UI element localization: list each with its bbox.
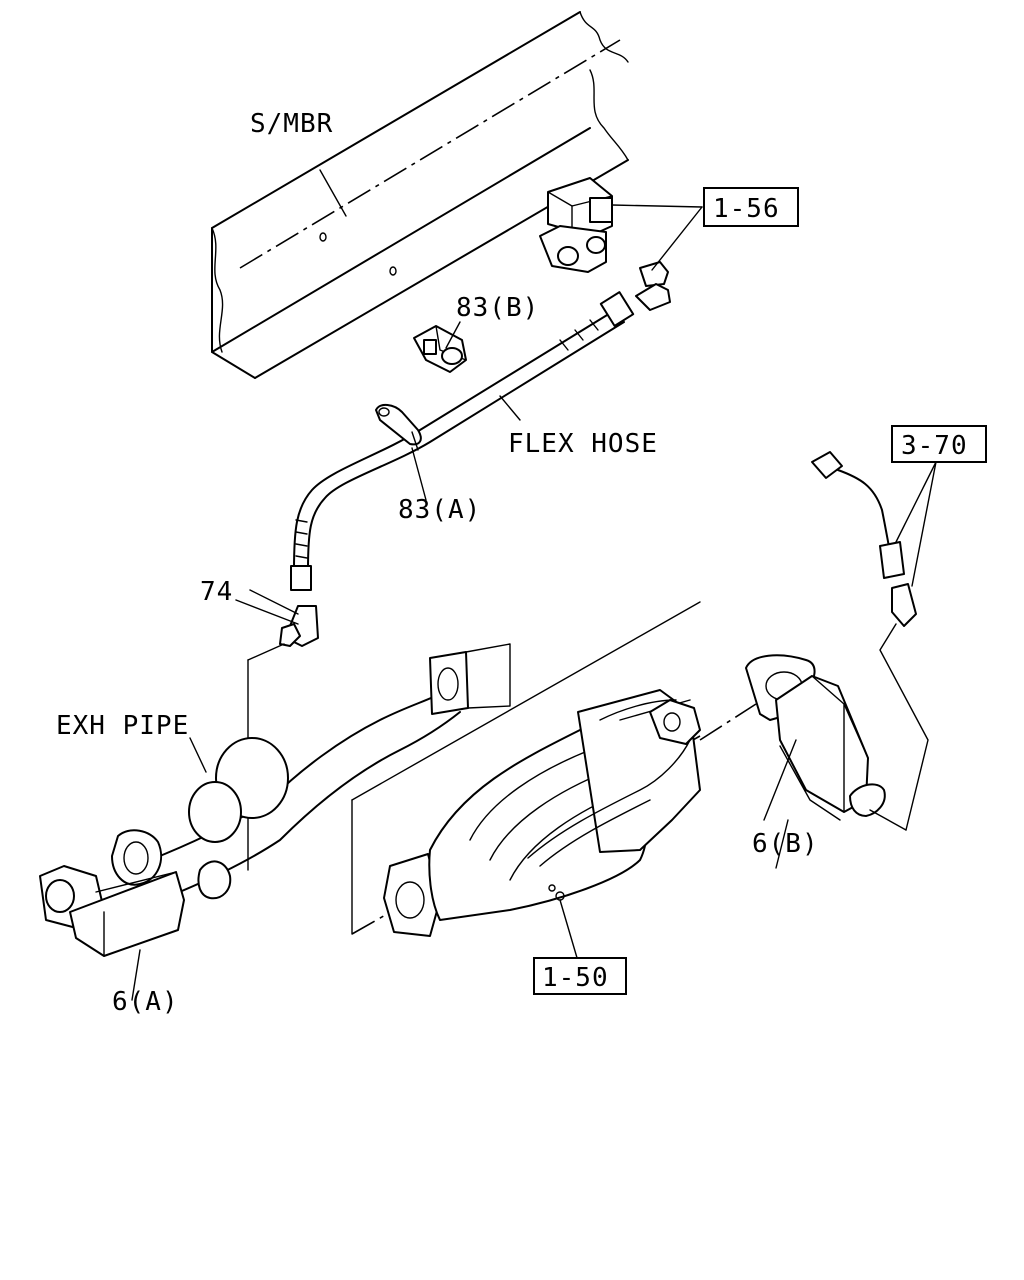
exhaust-pipe: [111, 643, 511, 901]
ref-box-1-56[interactable]: 1-56: [703, 187, 799, 227]
dpf-converter: [351, 601, 701, 969]
ref-box-3-70[interactable]: 3-70: [891, 425, 987, 463]
clamp-83b: [413, 321, 467, 373]
label-part-74: 74: [200, 577, 233, 607]
fitting-74: [235, 599, 319, 871]
ref-box-1-50[interactable]: 1-50: [533, 957, 627, 995]
flex-hose: [290, 291, 635, 591]
clamp-83a: [375, 404, 427, 501]
label-part-6a: 6(A): [112, 987, 179, 1017]
label-part-6b: 6(B): [752, 829, 819, 859]
label-part-83b: 83(B): [456, 293, 539, 323]
label-exh-pipe: EXH PIPE: [56, 711, 189, 741]
ref-3-70-text: 3-70: [901, 431, 968, 461]
bracket-6b: [699, 654, 886, 869]
label-s-mbr: S/MBR: [250, 109, 333, 139]
ref-1-56-text: 1-56: [713, 194, 780, 224]
leader-lines: [189, 395, 521, 773]
pressure-sensor-assembly: [539, 177, 703, 311]
label-flex-hose: FLEX HOSE: [508, 429, 658, 459]
ref-1-50-text: 1-50: [542, 963, 609, 993]
temperature-sensors: [811, 451, 937, 831]
bracket-6a: [39, 865, 185, 1001]
label-part-83a: 83(A): [398, 495, 481, 525]
